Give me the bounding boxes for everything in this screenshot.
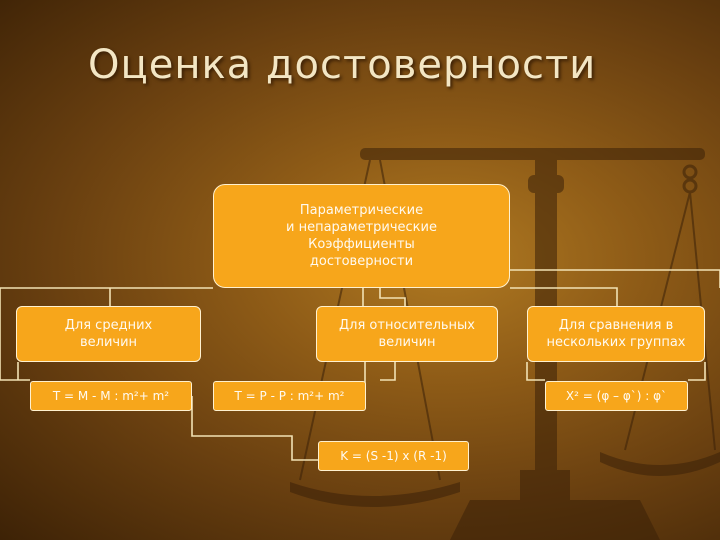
group-comparison-node: Для сравнения в нескольких группах (527, 306, 705, 362)
relative-values-node: Для относительных величин (316, 306, 498, 362)
k-formula: K = (S -1) x (R -1) (318, 441, 469, 471)
page-title: Оценка достоверности (88, 42, 597, 88)
connector-lines (0, 269, 720, 461)
root-node: Параметрические и непараметрические Коэф… (213, 184, 510, 288)
chi-square-formula: X² = (φ – φ`) : φ` (545, 381, 688, 411)
mean-values-node: Для средних величин (16, 306, 201, 362)
t-relative-formula: T = P - P : m²+ m² (213, 381, 366, 411)
t-mean-formula: T = M - M : m²+ m² (30, 381, 192, 411)
